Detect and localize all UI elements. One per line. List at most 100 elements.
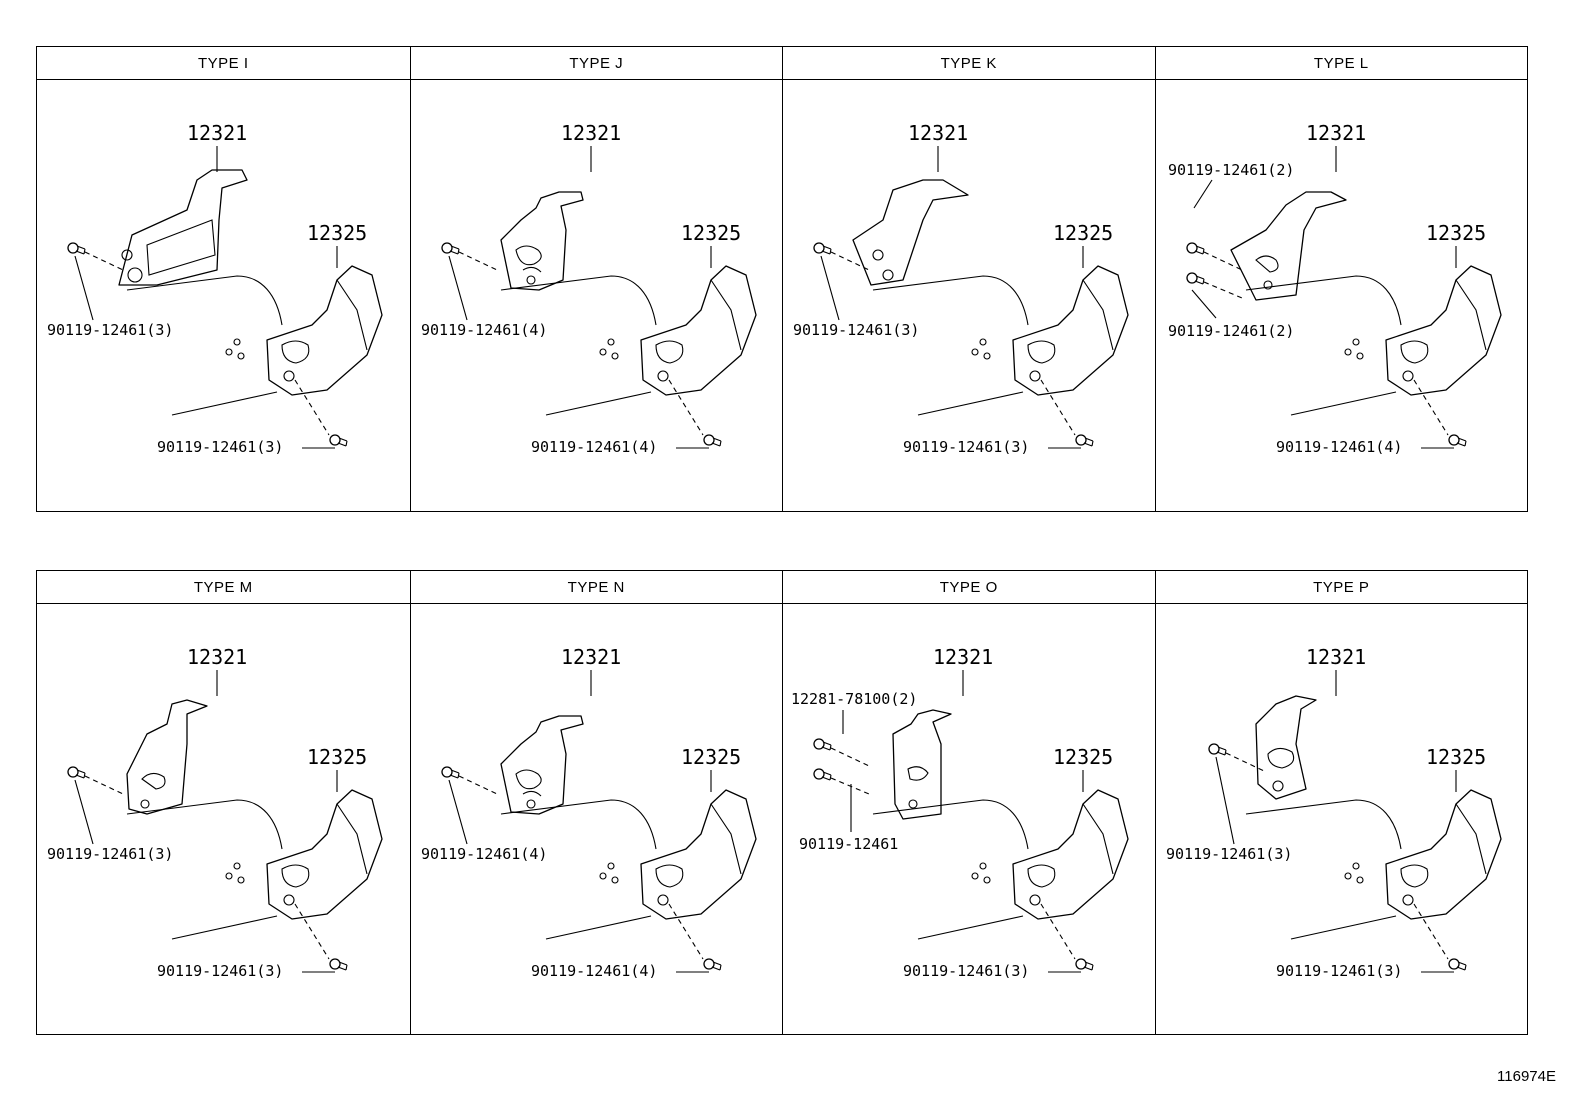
lower-bracket	[1012, 265, 1129, 396]
panel-type-m: TYPE M 12321 12325 90119-12461(3) 90119-124…	[37, 571, 410, 1034]
bolt-label-upper: 90119-12461(3)	[1166, 845, 1292, 863]
leader-dash	[1413, 379, 1448, 436]
part-number-lower: 12325	[1053, 745, 1113, 769]
leader-line	[1193, 179, 1212, 209]
leader-line	[820, 255, 840, 321]
body-outline	[126, 799, 283, 940]
bolt-icon	[1447, 958, 1467, 971]
bolt-icon	[329, 434, 348, 447]
bolt-label-upper: 90119-12461(3)	[47, 321, 173, 339]
part-number-lower: 12325	[681, 745, 741, 769]
bolt-label-upper: 90119-12461(3)	[47, 845, 173, 863]
part-number-upper: 12321	[933, 645, 993, 669]
bolt-icon	[702, 434, 722, 447]
bolt-icon	[329, 958, 348, 971]
panel-header: TYPE K	[783, 47, 1155, 80]
lower-bracket	[639, 789, 757, 920]
leader-dash	[458, 251, 497, 271]
leader-dash	[830, 777, 870, 795]
panel-header: TYPE J	[410, 47, 782, 80]
bolt-icon	[813, 242, 832, 255]
part-number-lower: 12325	[1426, 221, 1486, 245]
lower-bracket	[1384, 789, 1502, 920]
bolt-label-upper: 90119-12461(4)	[421, 321, 547, 339]
bolt-label-lower: 90119-12461(4)	[531, 962, 657, 980]
leader-dash	[1225, 752, 1264, 772]
part-number-lower: 12325	[307, 745, 367, 769]
bracket-drawing: 123211232512281-78100(2)90119-1246190119…	[791, 645, 1129, 980]
bolt-icon	[702, 958, 722, 971]
leader-dash	[1203, 281, 1242, 299]
bolt-icon	[1075, 434, 1094, 447]
diagram-grid-bottom: TYPE M 12321 12325 90119-12461(3) 90119-124…	[36, 570, 1528, 1035]
leader-line	[74, 779, 94, 845]
lower-bracket	[266, 265, 383, 396]
bolt-label-lower: 90119-12461(4)	[1276, 438, 1402, 456]
leader-dash	[668, 379, 703, 436]
bolt-icon	[440, 766, 460, 779]
bolt-icon	[1185, 272, 1205, 285]
part-number-upper: 12321	[1306, 121, 1366, 145]
panel-body: 12321 12325 90119-12461(3) 90119-12461(3)	[37, 604, 410, 1034]
bolt-label-lower: 90119-12461(3)	[157, 962, 283, 980]
bolt-icon	[67, 766, 86, 779]
lower-bracket	[1384, 265, 1502, 396]
leader-dash	[84, 775, 124, 795]
part-number-lower: 12325	[681, 221, 741, 245]
upper-bracket	[499, 191, 584, 291]
bolt-label-upper: 90119-12461(2)	[1168, 161, 1294, 179]
bolt-icon	[1185, 242, 1205, 255]
lower-bracket	[1012, 789, 1129, 920]
bracket-drawing: 12321 12325 90119-12461(3) 90119-12461(3)	[47, 645, 383, 980]
lower-bracket	[266, 789, 383, 920]
bolt-label-lower: 90119-12461(3)	[1276, 962, 1402, 980]
bolt-label-lower: 90119-12461(4)	[531, 438, 657, 456]
bracket-drawing: 12321 12325 90119-12461(3) 90119-12461(3)	[1166, 645, 1502, 980]
leader-dash	[1413, 903, 1448, 960]
diagram-grid-top: TYPE I 12321 12325 90119-12461(3) 90119-124…	[36, 46, 1528, 512]
upper-bracket	[126, 699, 208, 815]
panel-type-p: TYPE P 12321 12325 90119-12461(3) 90119-124…	[1154, 571, 1527, 1034]
leader-line	[447, 779, 468, 845]
bolt-icon	[67, 242, 86, 255]
part-number-upper: 12321	[1306, 645, 1366, 669]
bolt-label-lower: 90119-12461(3)	[157, 438, 283, 456]
leader-dash	[1040, 903, 1076, 960]
panel-header: TYPE I	[37, 47, 410, 80]
upper-bracket	[1229, 191, 1347, 301]
part-number-upper: 12321	[187, 645, 247, 669]
body-outline	[1245, 799, 1402, 940]
leader-line	[74, 255, 94, 321]
bolt-label-upper-2: 90119-12461(2)	[1168, 322, 1294, 340]
upper-bracket	[852, 179, 969, 286]
part-number-lower: 12325	[307, 221, 367, 245]
leader-dash	[830, 251, 870, 271]
bolt-icon	[813, 768, 832, 781]
body-outline	[500, 799, 657, 940]
bolt-icon	[440, 242, 460, 255]
body-outline	[500, 275, 657, 416]
leader-dash	[668, 903, 703, 960]
part-number-lower: 12325	[1053, 221, 1113, 245]
bolt-label-upper: 90119-12461(3)	[793, 321, 919, 339]
bracket-drawing: 12321 12325 90119-12461(2) 90119-12461(2) 90…	[1168, 121, 1502, 456]
panel-header: TYPE P	[1155, 571, 1527, 604]
bolt-icon	[1447, 434, 1467, 447]
panel-header: TYPE M	[37, 571, 410, 604]
body-outline	[872, 275, 1029, 416]
body-outline	[1245, 275, 1402, 416]
leader-line	[1191, 289, 1216, 319]
part-number-lower: 12325	[1426, 745, 1486, 769]
